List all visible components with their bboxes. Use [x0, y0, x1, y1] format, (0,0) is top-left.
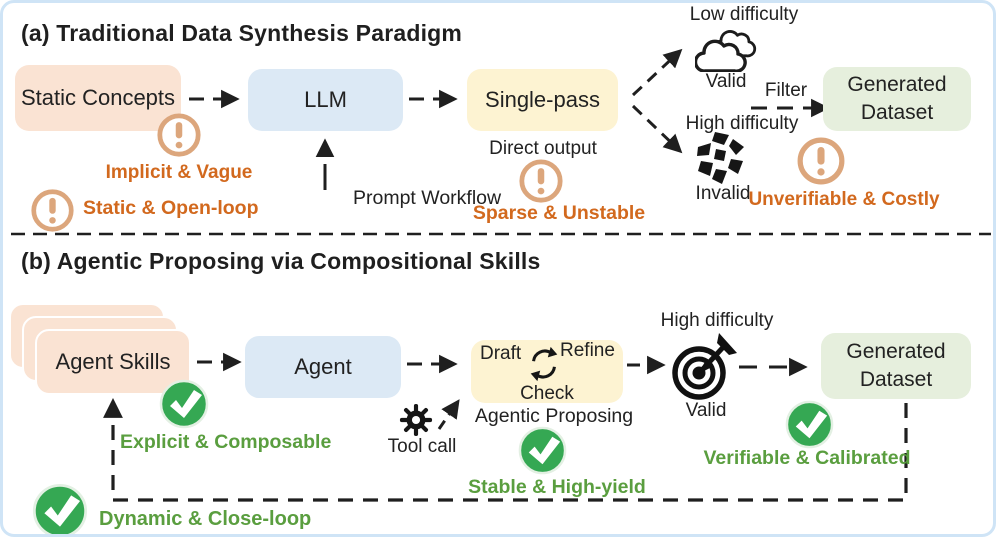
low-difficulty-label: Low difficulty [689, 4, 799, 25]
prompt-workflow-label: Prompt Workflow [353, 187, 502, 209]
filter-label: Filter [764, 80, 808, 101]
generated-dataset-b-label: Generated Dataset [846, 339, 946, 391]
static-concepts-label: Static Concepts [20, 85, 176, 110]
node-generated-dataset-b: Generated Dataset [821, 333, 971, 399]
warning-icon [519, 159, 563, 203]
direct-output-label: Direct output [489, 138, 597, 159]
node-static-concepts: Static Concepts [15, 65, 181, 131]
node-llm: LLM [248, 69, 403, 131]
node-agent: Agent [245, 336, 401, 398]
node-single-pass: Single-pass [467, 69, 618, 131]
valid-b-label: Valid [685, 400, 727, 421]
warning-icon [31, 189, 74, 232]
shattered-pieces-icon [697, 132, 744, 184]
invalid-label: Invalid [695, 183, 751, 204]
high-difficulty-a-label: High difficulty [685, 113, 799, 134]
check-icon [518, 426, 567, 475]
agent-skills-label: Agent Skills [55, 349, 171, 374]
agentic-proposing-label: Agentic Proposing [474, 405, 634, 427]
tool-call-label: Tool call [387, 436, 457, 457]
loop-refine-label: Refine [560, 340, 615, 361]
issue-implicit-vague: Implicit & Vague [105, 162, 253, 183]
arrow-branch-low [631, 48, 683, 97]
llm-label: LLM [304, 87, 347, 112]
cycle-arrows-icon [530, 346, 558, 382]
valid-a-label: Valid [705, 71, 747, 92]
check-icon [785, 400, 834, 449]
issue-unverifiable-costly: Unverifiable & Costly [748, 189, 940, 210]
loop-check-label: Check [520, 383, 574, 404]
single-pass-label: Single-pass [485, 87, 600, 112]
loop-draft-label: Draft [480, 343, 522, 364]
strength-explicit-composable: Explicit & Composable [120, 431, 332, 453]
node-agent-skills: Agent Skills [35, 329, 191, 395]
check-icon [159, 379, 209, 429]
gear-icon [399, 403, 433, 437]
agent-label: Agent [294, 354, 352, 379]
section-a-title: (a) Traditional Data Synthesis Paradigm [21, 20, 463, 46]
section-b-title: (b) Agentic Proposing via Compositional … [21, 248, 541, 274]
warning-icon [157, 113, 201, 157]
warning-icon [797, 137, 845, 185]
strength-stable-high-yield: Stable & High-yield [468, 476, 646, 498]
arrow-toolcall-to-loop [437, 399, 460, 430]
strength-verifiable-calibrated: Verifiable & Calibrated [703, 447, 911, 469]
node-generated-dataset-a: Generated Dataset [823, 67, 971, 131]
cloud-icon [695, 30, 757, 72]
arrow-branch-high [631, 104, 683, 154]
issue-static-open-loop: Static & Open-loop [83, 197, 259, 219]
strength-dynamic-close-loop: Dynamic & Close-loop [99, 508, 312, 530]
high-difficulty-b-label: High difficulty [660, 310, 774, 331]
issue-sparse-unstable: Sparse & Unstable [472, 202, 646, 224]
check-icon [32, 483, 88, 534]
dart-target-icon [672, 333, 737, 400]
generated-dataset-a-label: Generated Dataset [847, 72, 947, 124]
